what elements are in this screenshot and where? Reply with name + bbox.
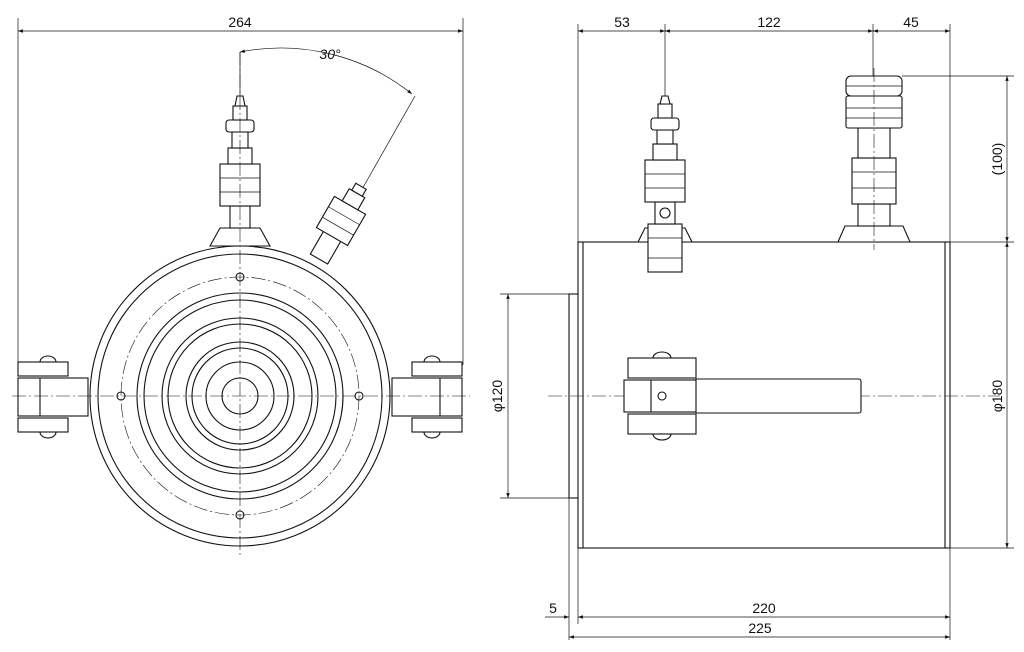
dim-plunger-diameter-label: φ120 [489,380,505,413]
dim-front-width: 264 [17,14,464,365]
side-view: 53 122 45 [489,14,1014,640]
dim-side-middle-label: 122 [757,14,781,30]
side-coupler-right [837,68,911,250]
front-bracket-left [17,355,89,439]
dim-body-length-label: 220 [752,600,776,616]
dim-fitting-height: (100) [902,75,1014,242]
dim-side-left-label: 53 [614,14,630,30]
dim-side-top: 53 122 45 [577,14,951,242]
front-cylinder-body [12,52,470,556]
dim-body-diameter: φ180 [950,241,1014,549]
front-bracket-right [391,355,463,439]
dim-body-diameter-label: φ180 [989,380,1005,413]
dim-fitting-height-label: (100) [989,143,1005,176]
side-handle [623,351,862,441]
front-view: 264 30° [12,14,470,556]
dim-front-width-label: 264 [228,14,252,30]
dim-total-length-label: 225 [748,620,772,636]
dim-stroke-gap-label: 5 [549,600,557,616]
dim-plunger-diameter: φ120 [489,293,572,499]
front-fitting-angled [309,182,367,265]
side-fitting-left [637,95,693,273]
dim-side-right-label: 45 [903,14,919,30]
dim-angle-label: 30° [319,46,341,62]
dim-angle: 30° [239,46,416,199]
dim-side-bottom: 5 220 225 [545,498,951,640]
